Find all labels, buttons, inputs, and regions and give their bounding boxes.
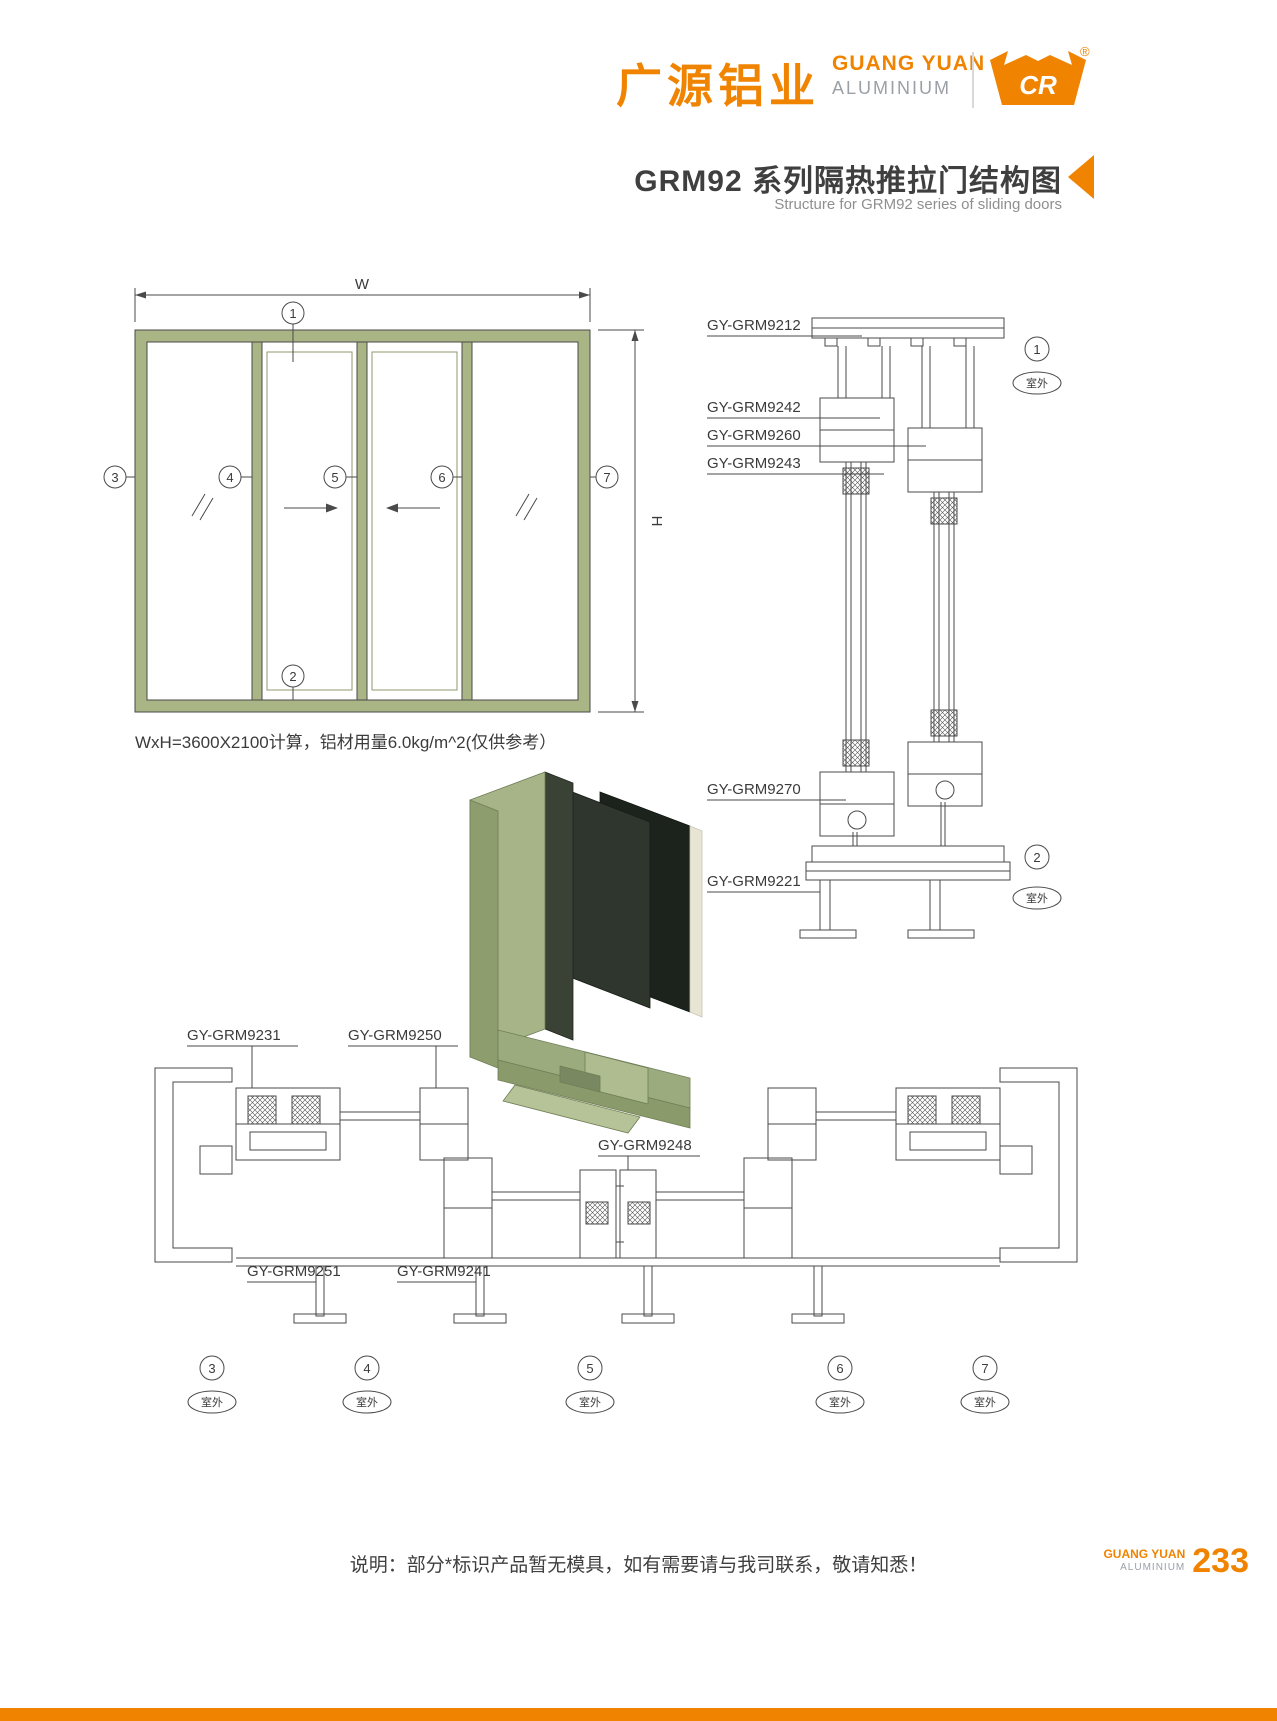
hs-balloon-5: 5 室外 <box>565 1355 615 1414</box>
elevation-balloon-3: 3 <box>103 465 135 489</box>
vs-balloon-2: 2 室外 <box>1012 844 1062 910</box>
logo-shape <box>990 51 1086 105</box>
hs-balloon-7: 7 室外 <box>960 1355 1010 1414</box>
outdoor-label: 室外 <box>579 1395 601 1409</box>
page-number: 233 <box>1192 1542 1249 1580</box>
bottom-accent-bar <box>0 1708 1277 1721</box>
part-label: GY-GRM9251 <box>247 1263 341 1280</box>
brand-en-line2: ALUMINIUM <box>832 78 952 98</box>
left-sash-section <box>819 397 895 837</box>
part-label: GY-GRM9242 <box>707 399 801 416</box>
part-label: GY-GRM9221 <box>707 873 801 890</box>
balloon-number: 1 <box>1033 342 1040 357</box>
part-label: GY-GRM9241 <box>397 1263 491 1280</box>
company-logo-icon: CR <box>990 51 1086 105</box>
footer-disclaimer: 说明：部分*标识产品暂无模具，如有需要请与我司联系，敬请知悉！ <box>349 1555 928 1576</box>
door-frame <box>134 329 591 713</box>
dimension-arrows <box>135 291 639 712</box>
outdoor-label: 室外 <box>356 1395 378 1409</box>
footer-brand-line2: ALUMINIUM <box>1120 1562 1186 1574</box>
vertical-section-drawing: GY-GRM9212 GY-GRM9242 GY-GRM9260 GY-GRM9… <box>707 317 1062 939</box>
dimension-lines <box>134 288 644 713</box>
outdoor-label: 室外 <box>974 1395 996 1409</box>
profile-3d-render <box>469 771 703 1134</box>
part-label: GY-GRM9270 <box>707 781 801 798</box>
outdoor-label: 室外 <box>1026 376 1048 390</box>
hs-balloon-3: 3 室外 <box>187 1355 237 1414</box>
brand-divider <box>972 52 974 108</box>
outdoor-label: 室外 <box>1026 891 1048 905</box>
profile-corner-render <box>469 771 703 1134</box>
brand-name-chinese: 广源铝业 <box>616 60 820 112</box>
part-label: GY-GRM9248 <box>598 1137 692 1154</box>
right-step-coupling <box>656 1087 817 1259</box>
balloon-number: 1 <box>289 306 296 321</box>
registered-trademark: ® <box>1080 44 1090 59</box>
balloon-number: 3 <box>208 1361 215 1376</box>
part-label: GY-GRM9243 <box>707 455 801 472</box>
title-arrow-marker <box>1068 155 1094 199</box>
balloon-number: 5 <box>586 1361 593 1376</box>
elevation-diagram: W H 1 <box>103 276 665 752</box>
footer-brand: GUANG YUAN ALUMINIUM <box>1103 1547 1186 1576</box>
part-label: GY-GRM9231 <box>187 1027 281 1044</box>
outdoor-label: 室外 <box>201 1395 223 1409</box>
part-label: GY-GRM9260 <box>707 427 801 444</box>
page-subtitle: Structure for GRM92 series of sliding do… <box>774 196 1062 213</box>
horizontal-section-labels: GY-GRM9231 GY-GRM9250 GY-GRM9248 GY-GRM9… <box>187 1027 700 1283</box>
sill-profiles <box>799 802 1011 939</box>
balloon-number: 4 <box>363 1361 370 1376</box>
right-sash-section <box>907 427 983 807</box>
head-frame-profiles <box>811 317 1005 429</box>
elevation-balloon-7: 7 <box>590 465 619 489</box>
elevation-balloon-4: 4 <box>218 465 252 489</box>
left-outer-sash <box>235 1087 420 1161</box>
elevation-balloon-6: 6 <box>430 465 462 489</box>
balloon-number: 4 <box>226 470 233 485</box>
brand-en-line1: GUANG YUAN <box>832 52 986 75</box>
part-label: GY-GRM9250 <box>348 1027 442 1044</box>
footer-page-block: GUANG YUAN ALUMINIUM 233 <box>1103 1542 1249 1580</box>
horizontal-section-drawing: GY-GRM9231 GY-GRM9250 GY-GRM9248 GY-GRM9… <box>154 1027 1078 1414</box>
balloon-number: 6 <box>836 1361 843 1376</box>
balloon-number: 5 <box>331 470 338 485</box>
hs-balloon-6: 6 室外 <box>815 1355 865 1414</box>
left-jamb-profile <box>154 1067 233 1263</box>
left-step-coupling <box>419 1087 580 1259</box>
height-dimension-label: H <box>648 516 665 527</box>
balloon-number: 7 <box>603 470 610 485</box>
logo-text: CR <box>1019 70 1057 100</box>
glass-marks <box>191 493 538 521</box>
bottom-track-rails <box>236 1257 1000 1324</box>
elevation-balloon-2: 2 <box>281 664 305 700</box>
part-label: GY-GRM9212 <box>707 317 801 334</box>
balloon-number: 2 <box>289 669 296 684</box>
slide-direction-arrows <box>284 503 440 513</box>
calculation-note: WxH=3600X2100计算，铝材用量6.0kg/m^2(仅供参考） <box>135 733 556 752</box>
hs-balloon-4: 4 室外 <box>342 1355 392 1414</box>
vs-balloon-1: 1 室外 <box>1012 336 1062 395</box>
balloon-number: 7 <box>981 1361 988 1376</box>
right-outer-sash <box>816 1087 1001 1161</box>
elevation-balloon-1: 1 <box>281 301 305 362</box>
balloon-number: 2 <box>1033 850 1040 865</box>
right-jamb-profile <box>999 1067 1078 1263</box>
vertical-section-labels: GY-GRM9212 GY-GRM9242 GY-GRM9260 GY-GRM9… <box>707 317 926 893</box>
outdoor-label: 室外 <box>829 1395 851 1409</box>
footer-brand-line1: GUANG YUAN <box>1103 1547 1186 1562</box>
balloon-number: 3 <box>111 470 118 485</box>
page-title: GRM92 系列隔热推拉门结构图 <box>634 165 1062 198</box>
center-interlock <box>579 1169 657 1259</box>
balloon-number: 6 <box>438 470 445 485</box>
elevation-balloon-5: 5 <box>323 465 357 489</box>
width-dimension-label: W <box>355 276 370 293</box>
